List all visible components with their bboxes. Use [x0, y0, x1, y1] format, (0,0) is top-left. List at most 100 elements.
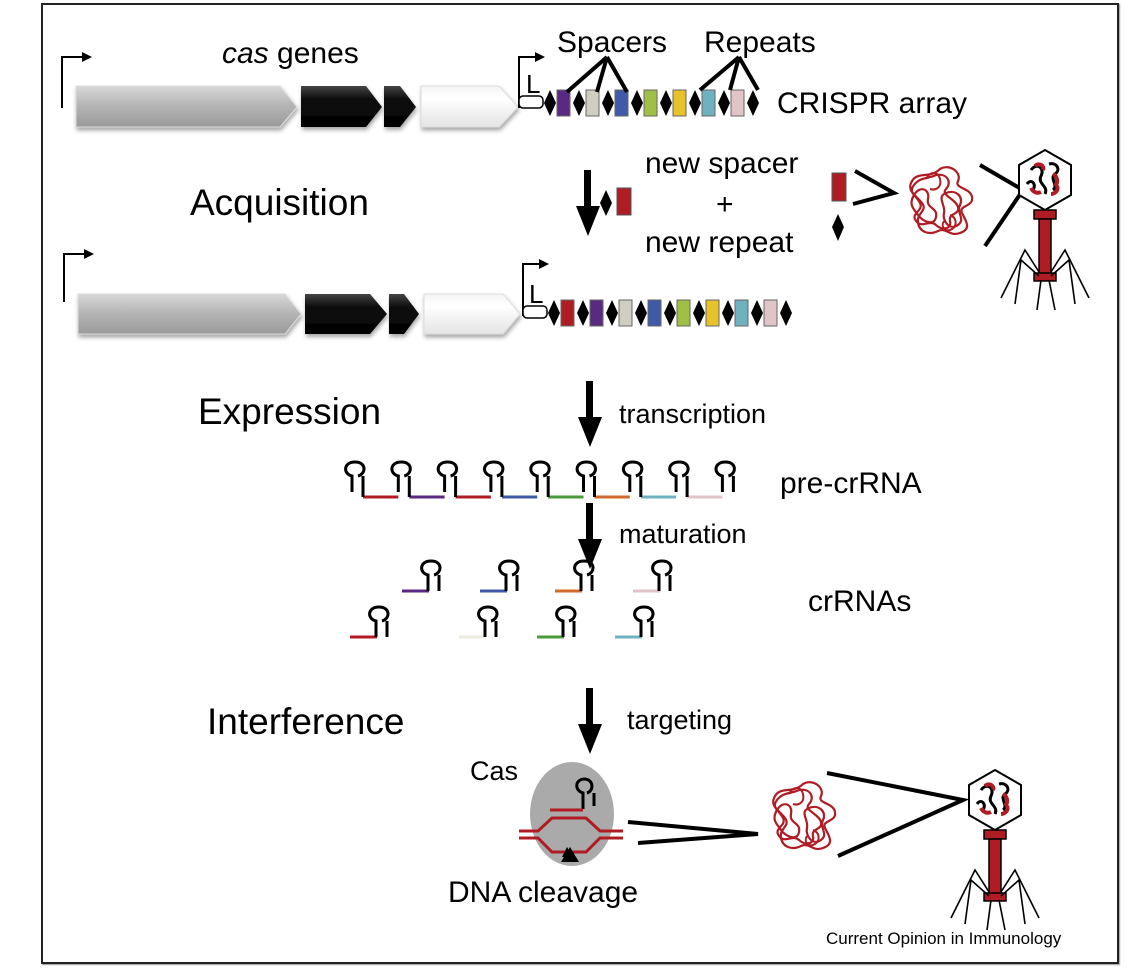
crrna-item — [537, 605, 577, 639]
crrna-item — [402, 559, 442, 593]
journal-credit: Current Opinion in Immunology — [826, 929, 1062, 948]
crrnas-label: crRNAs — [808, 585, 912, 618]
repeat-diamond — [664, 300, 676, 326]
phage-2-icon — [949, 768, 1041, 932]
spacers-label: Spacers — [557, 26, 668, 59]
spacer-block — [672, 89, 687, 117]
crrna-hairpin-icon — [573, 559, 595, 591]
cas-genes-label: cas genes — [222, 39, 359, 69]
spacer-block — [701, 89, 716, 117]
spacer-block — [676, 299, 691, 327]
spacer-block — [614, 89, 629, 117]
repeat-diamond — [631, 90, 643, 116]
crrna-hairpin-icon — [420, 559, 442, 591]
new-repeat-source-icon — [832, 214, 844, 241]
crrna-hairpin-icon — [555, 605, 577, 637]
source-bracket-1 — [852, 169, 900, 206]
repeats-label: Repeats — [704, 26, 816, 59]
repeat-diamond — [573, 90, 585, 116]
promoter-arrow-2-icon — [63, 249, 94, 302]
repeat-diamond — [718, 90, 730, 116]
cas-gene-white-2 — [423, 293, 521, 335]
promoter-arrow-icon — [61, 52, 92, 108]
crrna-hairpin-icon — [368, 605, 390, 637]
repeat-diamond — [689, 90, 701, 116]
genes-text: genes — [268, 37, 359, 70]
repeat-diamond — [544, 90, 556, 116]
repeat-diamond — [780, 300, 792, 326]
cas-gene-gray-2 — [77, 293, 302, 335]
repeat-diamond — [660, 90, 672, 116]
new-spacer-icon — [616, 187, 632, 216]
repeat-hairpin-icon — [436, 460, 459, 492]
leader-label-2: L — [529, 279, 544, 309]
repeat-diamond-icon — [600, 190, 612, 216]
maturation-label: maturation — [619, 519, 747, 549]
targeting-label: targeting — [627, 705, 733, 735]
stage-expression: Expression — [198, 391, 382, 432]
repeat-diamond — [635, 300, 647, 326]
crrna-item — [615, 605, 655, 639]
cas-operon-1 — [61, 52, 519, 128]
spacer-block — [589, 299, 604, 327]
crrna-item — [459, 605, 499, 639]
crrna-hairpin-icon — [651, 559, 673, 591]
repeat-hairpin-icon — [529, 460, 551, 492]
cas-gene-black-1 — [301, 86, 382, 127]
spacers-pointer-lines — [565, 55, 629, 94]
crrna-item — [480, 559, 520, 593]
repeat-hairpin-icon — [575, 460, 597, 492]
phage-dna-1-icon — [909, 166, 974, 236]
spacer-block — [734, 299, 749, 327]
crrna-item — [555, 559, 595, 593]
repeat-hairpin-icon — [714, 460, 736, 492]
spacer-block — [618, 299, 633, 327]
acquisition-arrow-icon — [576, 170, 600, 236]
cas-gene-gray — [75, 85, 298, 128]
transcription-label: transcription — [619, 399, 767, 429]
spacer-block — [647, 299, 662, 327]
spacer-block — [585, 89, 600, 117]
cas-label: Cas — [470, 756, 519, 786]
repeat-diamond — [577, 300, 589, 326]
new-spacer-label: new spacer — [645, 147, 799, 180]
repeat-diamond — [606, 300, 618, 326]
crispr-array-1 — [544, 89, 759, 117]
cas-italic: cas — [222, 37, 269, 70]
repeat-diamond — [722, 300, 734, 326]
repeats-pointer-lines — [698, 55, 760, 92]
phage-dna-2-icon — [772, 781, 837, 851]
repeat-diamond — [548, 300, 560, 326]
source-bracket-2 — [978, 163, 1026, 248]
cas-gene-black-4 — [389, 294, 419, 334]
spacer-block — [705, 299, 720, 327]
maturation-arrow-icon — [578, 503, 602, 569]
crrna-list — [350, 559, 673, 639]
leader-promoter-arrow-2-icon — [522, 259, 549, 316]
phage-1-icon — [999, 148, 1091, 312]
crispr-array-label: CRISPR array — [777, 87, 968, 120]
repeat-diamond — [747, 90, 759, 116]
transcription-arrow-icon — [578, 381, 602, 447]
cas-gene-white — [420, 85, 519, 128]
cas-operon-2 — [63, 249, 521, 335]
pre-crrna-transcript — [344, 460, 736, 499]
repeat-hairpin-icon — [344, 460, 366, 492]
plus-label: + — [716, 188, 734, 221]
new-spacer-source-icon — [831, 172, 847, 202]
crrna-hairpin-icon — [477, 605, 499, 637]
new-repeat-label: new repeat — [645, 226, 794, 259]
repeat-diamond — [751, 300, 763, 326]
leader-promoter-arrow-icon — [518, 52, 545, 108]
crrna-item — [633, 559, 673, 593]
spacer-block — [560, 299, 575, 327]
leader-box — [518, 95, 544, 109]
repeat-hairpin-icon — [390, 460, 412, 492]
repeat-hairpin-icon — [621, 460, 644, 492]
cas-gene-black-3 — [305, 294, 387, 334]
repeat-hairpin-icon — [483, 460, 505, 492]
crrna-hairpin-icon — [633, 605, 655, 637]
targeting-arrow-icon — [578, 688, 602, 754]
leader-box-2 — [522, 305, 548, 319]
